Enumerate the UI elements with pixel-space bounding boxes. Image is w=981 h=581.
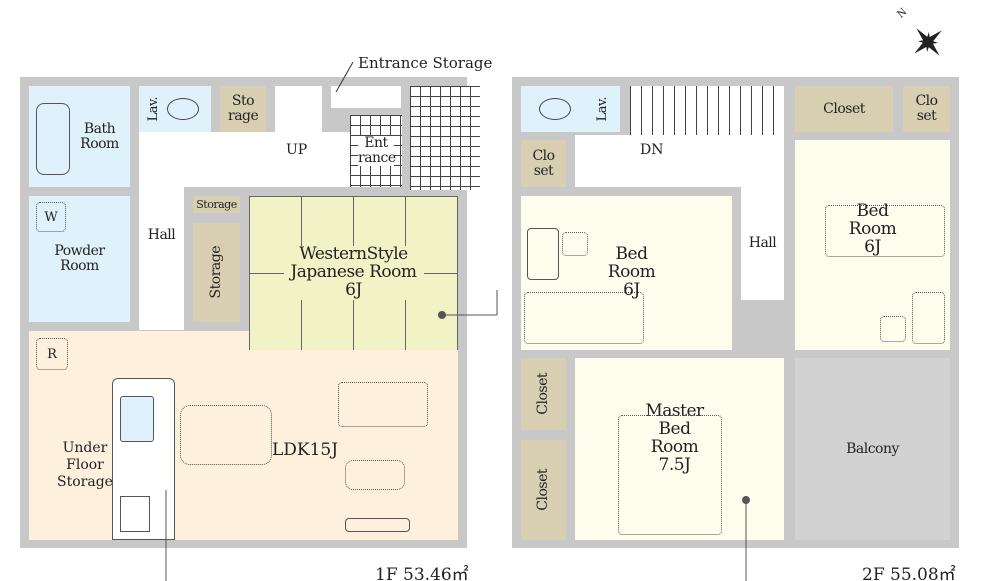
sofa <box>338 382 428 427</box>
chair <box>562 232 588 256</box>
hall-1f: Hall <box>139 140 184 330</box>
tv-stand <box>345 518 410 532</box>
coffee-table <box>345 460 405 490</box>
stairs-down-label: DN <box>640 142 664 158</box>
bathtub <box>36 103 70 175</box>
entrance-storage-label: Entrance Storage <box>358 54 493 72</box>
powder-room: Powder Room <box>29 196 130 322</box>
ldk-label: LDK15J <box>272 440 339 460</box>
closet-small-2f: Clo set <box>521 140 566 187</box>
chair <box>880 316 906 342</box>
storage-vertical: Storage <box>193 223 240 322</box>
bed-room-right: Bed Room 6J <box>795 140 950 350</box>
lavatory-2f: Lav. <box>521 86 620 132</box>
desk <box>912 292 945 344</box>
sink-icon <box>120 396 154 442</box>
closet-top-small: Clo set <box>903 86 950 132</box>
bed <box>618 415 722 535</box>
toilet-icon <box>167 98 199 120</box>
storage-small: Storage <box>193 196 240 213</box>
stairs-up <box>275 86 322 140</box>
storage-top: Sto rage <box>220 86 266 132</box>
under-floor-storage-label: Under Floor Storage <box>57 440 113 490</box>
master-bed-room: Master Bed Room 7.5J <box>575 358 784 540</box>
closet-vertical-2: Closet <box>521 440 566 540</box>
bath-room: Bath Room <box>29 86 130 187</box>
entrance: Ent rance <box>350 115 402 187</box>
desk <box>527 228 559 280</box>
bed-room-left: Bed Room 6J <box>521 196 732 350</box>
bed <box>825 205 945 257</box>
lavatory-1f: Lav. <box>139 86 211 132</box>
floor2-area-label: 2F 55.08㎡ <box>862 565 956 581</box>
dining-table <box>180 405 272 465</box>
ldk <box>29 331 458 540</box>
hall-2f-upper <box>575 135 784 187</box>
refrigerator-icon: R <box>36 338 68 370</box>
stairs-down <box>630 86 784 140</box>
entrance-porch <box>410 86 480 190</box>
japanese-room: WesternStyle Japanese Room 6J <box>249 196 458 350</box>
stairs-up-label: UP <box>286 142 308 158</box>
washer-icon: W <box>36 202 66 232</box>
entrance-storage <box>331 86 401 108</box>
hall-2f: Hall <box>741 187 784 300</box>
closet-top: Closet <box>795 86 893 132</box>
toilet-icon <box>539 98 571 120</box>
closet-vertical-1: Closet <box>521 358 566 430</box>
bed <box>524 292 644 344</box>
balcony: Balcony <box>795 358 950 540</box>
stove-icon <box>120 496 150 532</box>
compass-icon <box>914 28 942 56</box>
floor1-area-label: 1F 53.46㎡ <box>375 565 469 581</box>
